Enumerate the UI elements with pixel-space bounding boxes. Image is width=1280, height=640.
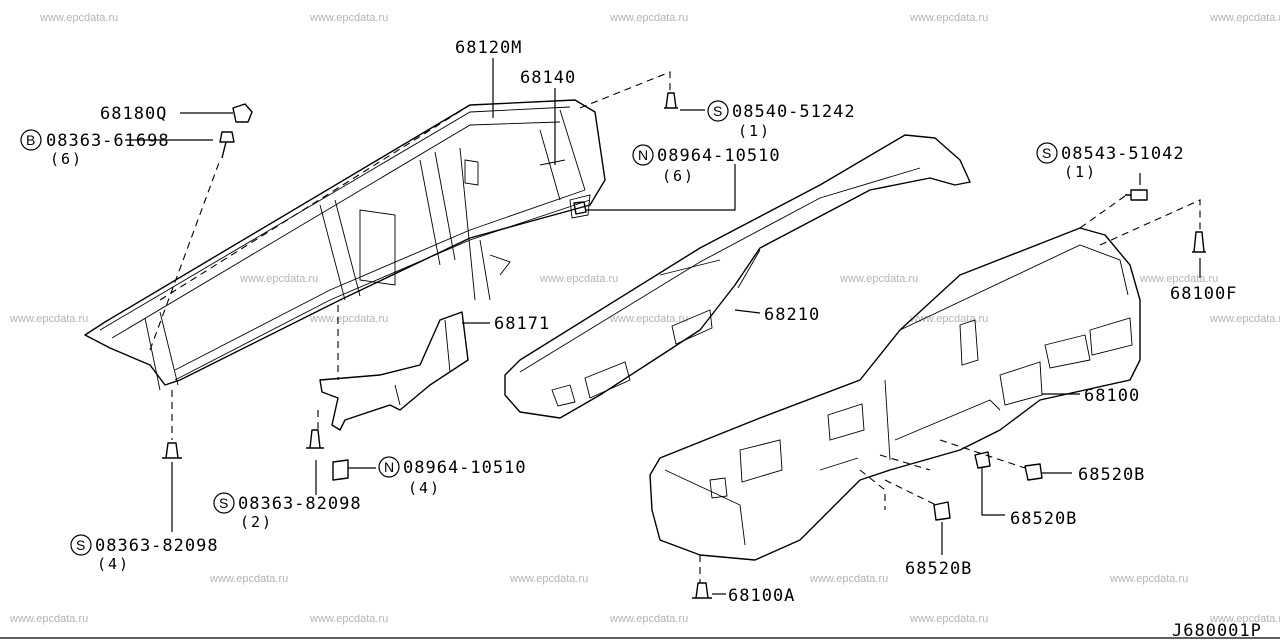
- part-code: 08540-51242: [732, 102, 856, 122]
- watermark: www.epcdata.ru: [839, 273, 918, 285]
- quantity: (4): [408, 479, 441, 497]
- screw-s08363b: [306, 429, 324, 449]
- part-code: 08363-82098: [238, 494, 362, 514]
- screw-s08363a: [162, 442, 182, 459]
- watermark: www.epcdata.ru: [1209, 613, 1280, 625]
- prefix-s: S: [1042, 145, 1051, 161]
- watermark: www.epcdata.ru: [909, 613, 988, 625]
- instrument-panel: [649, 227, 1141, 561]
- bolt-b08363: [219, 131, 235, 159]
- callout-s08543-51042: S 08543-51042 (1): [1036, 142, 1185, 181]
- callout-labels: 68120M 68140 68180Q B 08363-61698 (6) S …: [20, 38, 1262, 640]
- part-code: 08363-82098: [95, 536, 219, 556]
- bracket-68171: [319, 311, 469, 431]
- watermark: www.epcdata.ru: [309, 613, 388, 625]
- part-code: 08964-10510: [657, 146, 781, 166]
- prefix-s: S: [219, 495, 228, 511]
- prefix-n: N: [384, 459, 394, 475]
- prefix-b: B: [26, 132, 35, 148]
- callout-s08363-82098-mid: S 08363-82098 (2): [213, 492, 362, 531]
- quantity: (4): [97, 555, 130, 573]
- screw-symbol-s: [1036, 142, 1058, 164]
- part-code: 08543-51042: [1061, 144, 1185, 164]
- watermark: www.epcdata.ru: [309, 12, 388, 24]
- label-68180q: 68180Q: [100, 104, 167, 124]
- watermark: www.epcdata.ru: [609, 12, 688, 24]
- steering-member-frame: [84, 99, 606, 391]
- watermark: www.epcdata.ru: [1109, 573, 1188, 585]
- watermark: www.epcdata.ru: [909, 12, 988, 24]
- watermark: www.epcdata.ru: [909, 313, 988, 325]
- label-68120m: 68120M: [455, 38, 522, 58]
- watermark: www.epcdata.ru: [609, 313, 688, 325]
- leader-lines: [125, 58, 1201, 595]
- watermark: www.epcdata.ru: [1139, 273, 1218, 285]
- watermark: www.epcdata.ru: [9, 613, 88, 625]
- screw-68100f: [1192, 231, 1206, 253]
- label-68210: 68210: [764, 305, 820, 325]
- callout-n08964-10510-top: N 08964-10510 (6): [632, 144, 781, 185]
- cap-68180q: [232, 103, 253, 123]
- label-68100f: 68100F: [1170, 284, 1237, 304]
- nut-symbol-n: [632, 144, 654, 166]
- screw-68100a: [692, 582, 712, 599]
- clip-n08964b: [332, 459, 349, 481]
- quantity: (6): [662, 167, 695, 185]
- part-code: 08964-10510: [403, 458, 527, 478]
- label-68520b: 68520B: [905, 559, 972, 579]
- watermark-layer: www.epcdata.ru www.epcdata.ru www.epcdat…: [9, 12, 1280, 625]
- bolt-symbol-b: [20, 129, 42, 151]
- quantity: (1): [1064, 163, 1097, 181]
- cluster-lid: [504, 134, 971, 419]
- assembly-lines: [149, 71, 1201, 583]
- watermark: www.epcdata.ru: [809, 573, 888, 585]
- watermark: www.epcdata.ru: [209, 573, 288, 585]
- clip-n08964a: [573, 201, 587, 215]
- clip-68520b-2: [974, 451, 991, 469]
- watermark: www.epcdata.ru: [1209, 313, 1280, 325]
- callout-s08540-51242: S 08540-51242 (1): [707, 100, 856, 140]
- watermark: www.epcdata.ru: [509, 573, 588, 585]
- callout-b08363-61698: B 08363-61698 (6): [20, 129, 170, 168]
- callout-s08363-82098-left: S 08363-82098 (4): [70, 534, 219, 573]
- label-68100: 68100: [1084, 386, 1140, 406]
- watermark: www.epcdata.ru: [39, 12, 118, 24]
- fasteners: [162, 92, 1206, 599]
- prefix-n: N: [638, 147, 648, 163]
- watermark: www.epcdata.ru: [539, 273, 618, 285]
- quantity: (1): [738, 122, 771, 140]
- clip-68520b-3: [933, 501, 951, 521]
- prefix-s: S: [713, 103, 722, 119]
- quantity: (2): [240, 513, 273, 531]
- label-68520b: 68520B: [1010, 509, 1077, 529]
- screw-s08540: [664, 92, 678, 109]
- callout-n08964-10510-bottom: N 08964-10510 (4): [378, 456, 527, 497]
- nut-symbol-n: [378, 456, 400, 478]
- label-68140: 68140: [520, 68, 576, 88]
- watermark: www.epcdata.ru: [239, 273, 318, 285]
- screw-symbol-s: [70, 534, 92, 556]
- watermark: www.epcdata.ru: [9, 313, 88, 325]
- prefix-s: S: [76, 537, 85, 553]
- watermark: www.epcdata.ru: [609, 613, 688, 625]
- part-code: 08363-61698: [46, 131, 170, 151]
- quantity: (6): [50, 150, 83, 168]
- screw-s08543: [1125, 189, 1148, 201]
- screw-symbol-s: [213, 492, 235, 514]
- label-68520b: 68520B: [1078, 465, 1145, 485]
- diagram-code: J680001P: [1172, 621, 1262, 640]
- screw-symbol-s: [707, 100, 729, 122]
- clip-68520b-1: [1024, 463, 1043, 481]
- watermark: www.epcdata.ru: [309, 313, 388, 325]
- watermark: www.epcdata.ru: [1209, 12, 1280, 24]
- label-68100a: 68100A: [728, 586, 795, 606]
- label-68171: 68171: [494, 314, 550, 334]
